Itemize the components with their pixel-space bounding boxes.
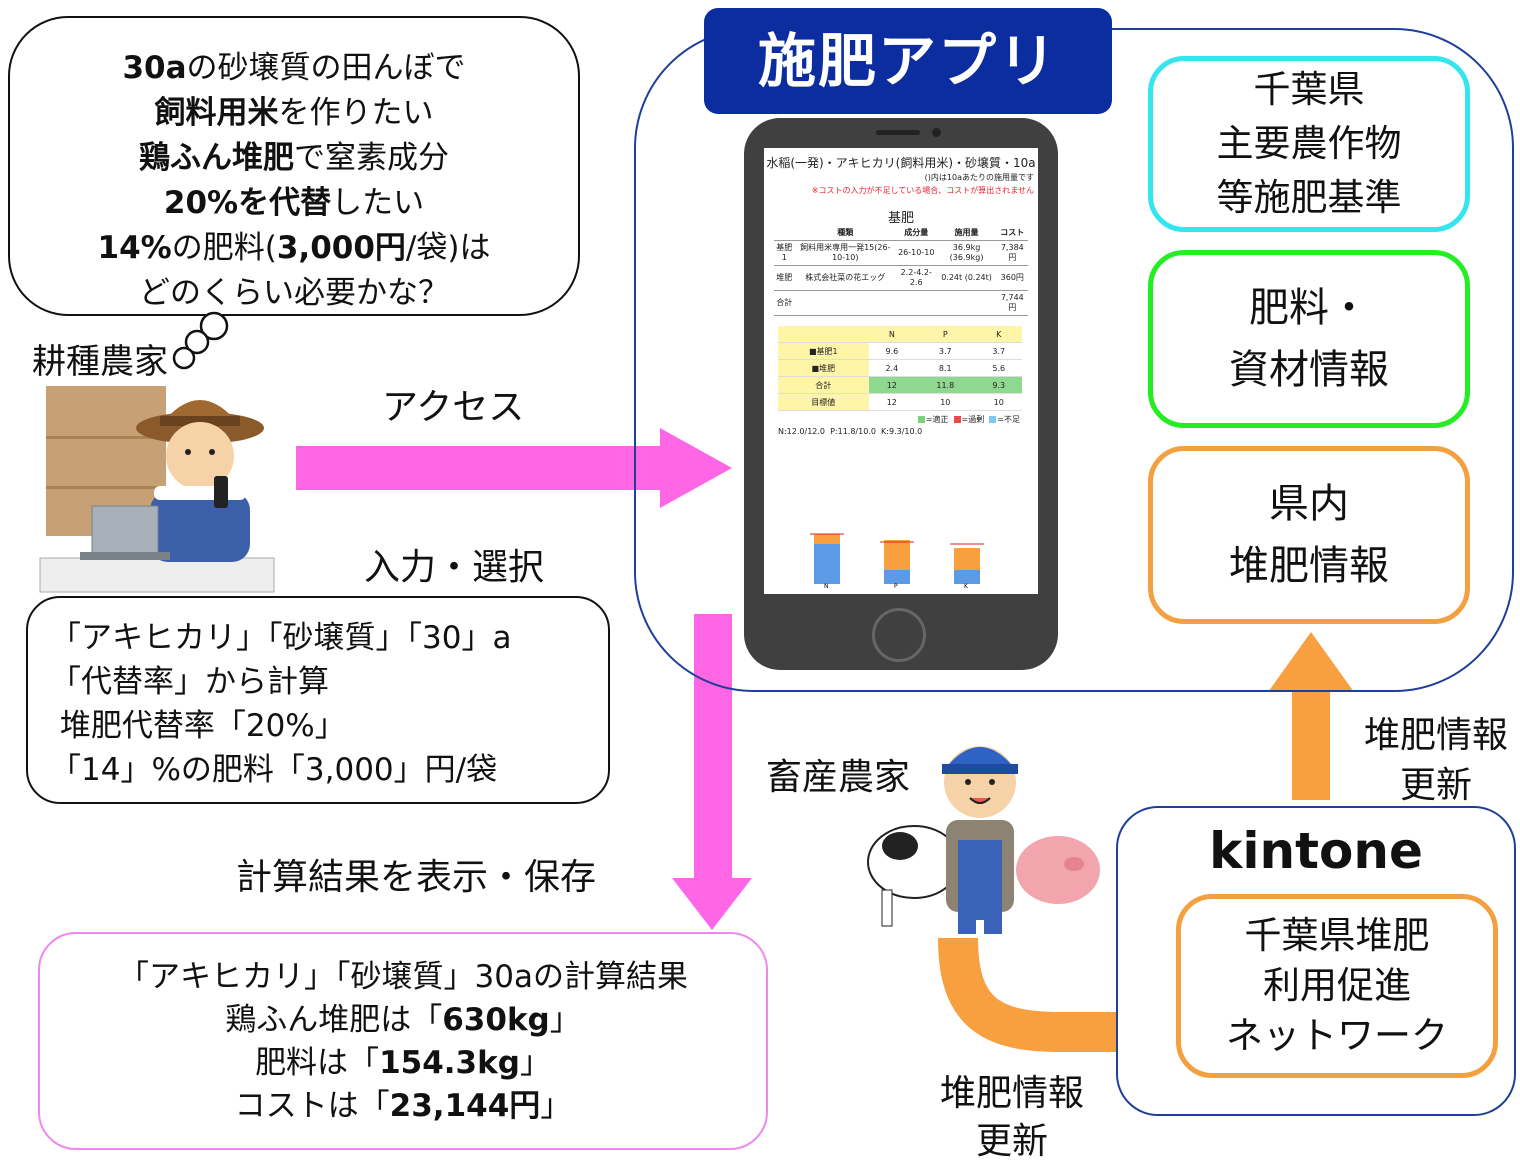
compost-update-label-right-2: 更新 [1400, 765, 1473, 806]
crop-farmer-illustration [39, 386, 275, 593]
screen-title: 水稲(一発)・アキヒカリ(飼料用米)・砂壌質・10a [766, 156, 1036, 170]
screen-warning: ※コストの入力が不足している場合、コストが算出されません [811, 186, 1034, 195]
n-mini-chart: N [810, 533, 844, 588]
svg-text:P: P [894, 583, 898, 588]
calculation-result-box: 「アキヒカリ」「砂壌質」30aの計算結果 鶏ふん堆肥は「630kg」 肥料は「1… [38, 932, 768, 1150]
livestock-farmer-label: 畜産農家 [766, 757, 911, 798]
npk-summary: N:12.0/12.0 P:11.8/10.0 K:9.3/10.0 [778, 427, 923, 436]
crop-farmer-label: 耕種農家 [32, 342, 168, 382]
access-arrow [296, 428, 732, 508]
input-select-label: 入力・選択 [364, 547, 545, 588]
screen-heading: 基肥 [887, 211, 914, 226]
fertilizer-material-info-box: 肥料・資材情報 [1148, 250, 1470, 428]
livestock-farmer-illustration [867, 746, 1100, 934]
phone-home-button [872, 608, 926, 662]
access-label: アクセス [382, 387, 525, 428]
phone-screen: 水稲(一発)・アキヒカリ(飼料用米)・砂壌質・10a ()内は10aあたりの施用… [764, 148, 1038, 594]
k-mini-chart: K [950, 543, 984, 588]
compost-update-label-bottom-2: 更新 [976, 1121, 1049, 1162]
phone-camera [932, 128, 941, 137]
p-mini-chart: P [880, 540, 914, 588]
kintone-title: kintone [1209, 822, 1423, 880]
svg-text:N: N [824, 583, 829, 588]
app-title: 施肥アプリ [704, 8, 1112, 114]
phone-speaker [876, 130, 920, 135]
farmer-question-bubble: 30aの砂壌質の田んぼで 飼料用米を作りたい 鶏ふん堆肥で窒素成分 20%を代替… [8, 16, 580, 316]
thought-bubble-tail [172, 311, 229, 370]
compost-update-label-right-1: 堆肥情報 [1364, 715, 1509, 756]
compost-update-up-arrow [1268, 632, 1354, 800]
prefecture-compost-info-box: 県内堆肥情報 [1148, 446, 1470, 624]
result-arrow [672, 614, 752, 930]
npk-legend: =適正 =過剰 =不足 [764, 414, 1038, 425]
show-save-label: 計算結果を表示・保存 [236, 857, 597, 898]
compost-update-curve-arrow [938, 937, 1136, 1052]
chiba-fertilization-standard-box: 千葉県主要農作物等施肥基準 [1148, 56, 1470, 232]
screen-note: ()内は10aあたりの施用量です [924, 173, 1034, 182]
compost-update-label-bottom-1: 堆肥情報 [940, 1073, 1085, 1114]
svg-text:K: K [964, 583, 969, 588]
input-selection-box: 「アキヒカリ」「砂壌質」「30」a 「代替率」から計算 堆肥代替率「20%」 「… [26, 596, 610, 804]
smartphone: 水稲(一発)・アキヒカリ(飼料用米)・砂壌質・10a ()内は10aあたりの施用… [744, 118, 1058, 670]
compost-network-box: 千葉県堆肥利用促進ネットワーク [1176, 894, 1498, 1078]
